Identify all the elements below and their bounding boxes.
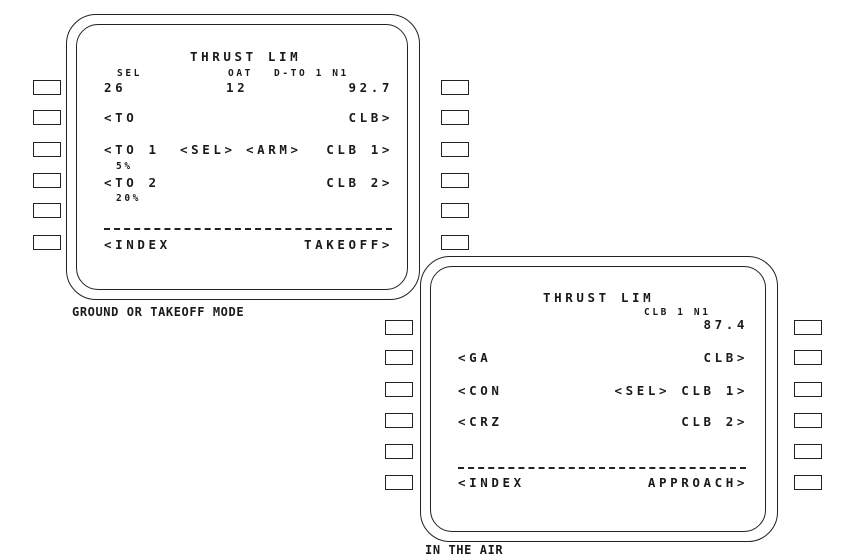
ground-oat-value: 12	[226, 80, 249, 95]
ground-separator	[104, 228, 392, 230]
air-ga-option[interactable]: <GA	[458, 350, 492, 365]
ground-clb2-option[interactable]: CLB 2>	[326, 175, 393, 190]
ground-lsk-2l[interactable]	[33, 110, 61, 125]
air-crz-option[interactable]: <CRZ	[458, 414, 503, 429]
air-cdu-bezel	[420, 256, 778, 542]
air-lsk-2r[interactable]	[794, 350, 822, 365]
air-lsk-5r[interactable]	[794, 444, 822, 459]
air-n1-value: 87.4	[703, 317, 748, 332]
ground-oat-label: OAT	[228, 68, 253, 79]
air-clb-option[interactable]: CLB>	[703, 350, 748, 365]
ground-lsk-6r[interactable]	[441, 235, 469, 250]
ground-sel-marker: <SEL>	[180, 142, 236, 157]
air-cdu-screen	[430, 266, 766, 532]
ground-mode-label: D-TO 1 N1	[274, 68, 349, 79]
ground-lsk-5l[interactable]	[33, 203, 61, 218]
air-con-option[interactable]: <CON	[458, 383, 503, 398]
air-lsk-6l[interactable]	[385, 475, 413, 490]
air-lsk-1r[interactable]	[794, 320, 822, 335]
air-lsk-2l[interactable]	[385, 350, 413, 365]
air-sel-clb1-option[interactable]: <SEL> CLB 1>	[614, 383, 748, 398]
air-clb2-option[interactable]: CLB 2>	[681, 414, 748, 429]
air-lsk-6r[interactable]	[794, 475, 822, 490]
ground-page-title: THRUST LIM	[190, 49, 302, 64]
air-page-title: THRUST LIM	[543, 290, 655, 305]
ground-sel-value: 26	[104, 80, 127, 95]
ground-lsk-3r[interactable]	[441, 142, 469, 157]
air-lsk-5l[interactable]	[385, 444, 413, 459]
air-lsk-3r[interactable]	[794, 382, 822, 397]
ground-n1-value: 92.7	[348, 80, 393, 95]
air-lsk-4r[interactable]	[794, 413, 822, 428]
air-caption: IN THE AIR	[425, 543, 504, 557]
ground-lsk-2r[interactable]	[441, 110, 469, 125]
ground-caption: GROUND OR TAKEOFF MODE	[72, 305, 245, 319]
ground-lsk-6l[interactable]	[33, 235, 61, 250]
ground-clb-option[interactable]: CLB>	[348, 110, 393, 125]
ground-to-option[interactable]: <TO	[104, 110, 138, 125]
ground-lsk-1l[interactable]	[33, 80, 61, 95]
ground-arm-option[interactable]: <ARM>	[246, 142, 302, 157]
ground-to1-derate: 5%	[116, 161, 133, 172]
ground-to2-derate: 20%	[116, 193, 141, 204]
air-lsk-4l[interactable]	[385, 413, 413, 428]
ground-sel-label: SEL	[117, 68, 142, 79]
ground-cdu-screen	[76, 24, 408, 290]
ground-lsk-4r[interactable]	[441, 173, 469, 188]
air-approach-option[interactable]: APPROACH>	[647, 475, 748, 490]
ground-to2-option[interactable]: <TO 2	[104, 175, 160, 190]
air-lsk-1l[interactable]	[385, 320, 413, 335]
air-mode-label: CLB 1 N1	[644, 307, 711, 318]
ground-takeoff-option[interactable]: TAKEOFF>	[303, 237, 393, 252]
ground-clb1-option[interactable]: CLB 1>	[326, 142, 393, 157]
ground-to1-option[interactable]: <TO 1	[104, 142, 160, 157]
ground-lsk-3l[interactable]	[33, 142, 61, 157]
ground-lsk-4l[interactable]	[33, 173, 61, 188]
air-separator	[458, 467, 746, 469]
ground-cdu-bezel	[66, 14, 420, 300]
air-index-option[interactable]: <INDEX	[458, 475, 525, 490]
ground-index-option[interactable]: <INDEX	[104, 237, 171, 252]
ground-lsk-1r[interactable]	[441, 80, 469, 95]
ground-lsk-5r[interactable]	[441, 203, 469, 218]
air-lsk-3l[interactable]	[385, 382, 413, 397]
